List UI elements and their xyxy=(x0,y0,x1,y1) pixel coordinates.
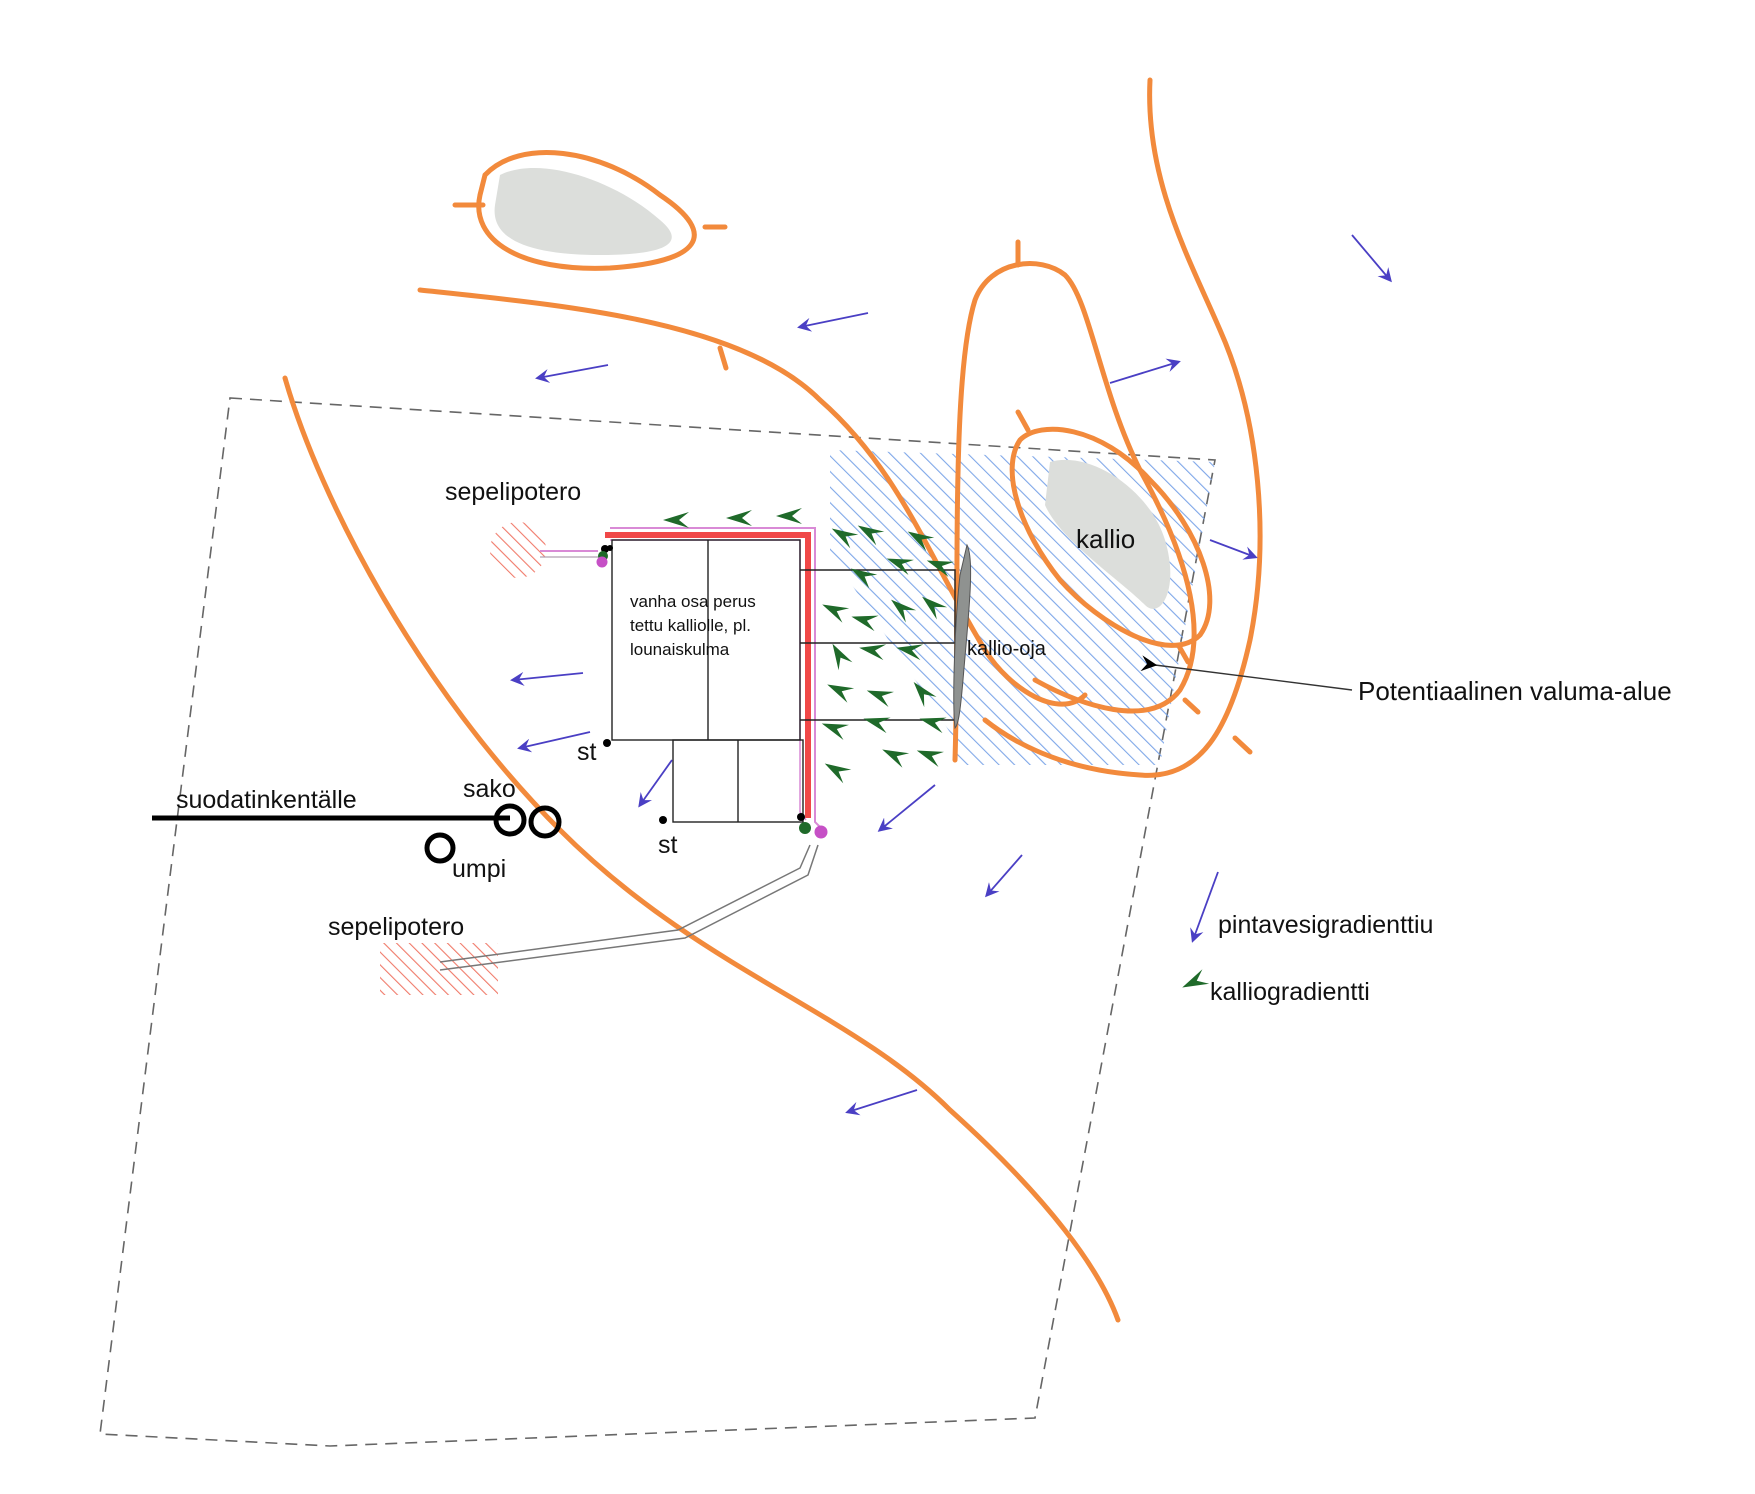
closed-tank-label: umpi xyxy=(452,855,506,883)
point xyxy=(797,813,805,821)
drain-red xyxy=(605,532,811,818)
point xyxy=(596,556,608,568)
measure-points xyxy=(596,545,828,839)
contour-lines xyxy=(282,77,1263,1323)
gravel-pit-bottom-label: sepelipotero xyxy=(328,913,464,941)
legend-surface-arrow-icon xyxy=(1190,871,1219,943)
rock-arrow-icon xyxy=(726,510,752,526)
rock-arrow-icon xyxy=(823,677,855,703)
surface-arrow-icon xyxy=(877,784,936,832)
contour-top-loop xyxy=(476,150,697,271)
pipe-to-bottom-pit-b xyxy=(439,844,819,971)
surface-arrow-icon xyxy=(845,1089,918,1116)
st-lower-label: st xyxy=(658,831,678,859)
contour-tick xyxy=(1182,697,1201,715)
septic-well-1 xyxy=(493,803,527,837)
rock-outcrop-kallio xyxy=(1045,459,1171,609)
contour-tick xyxy=(717,345,729,371)
house-note-line1: vanha osa perus xyxy=(630,592,756,611)
rock-arrow-icon xyxy=(825,639,853,671)
legend-rock-gradient-label: kalliogradientti xyxy=(1210,978,1370,1006)
rock-arrow-icon xyxy=(663,512,689,528)
contour-main-west xyxy=(282,375,1121,1323)
contour-hill-mid xyxy=(952,261,1197,763)
st-upper-label: st xyxy=(577,738,597,766)
drain-pink xyxy=(610,527,824,831)
property-boundary xyxy=(99,397,1216,1447)
house-note-line3: lounaiskulma xyxy=(630,640,730,659)
surface-arrow-icon xyxy=(1209,539,1258,560)
house-note-line2: tettu kalliolle, pl. xyxy=(630,616,751,635)
pipe-to-bottom-pit xyxy=(439,844,811,963)
surface-arrow-icon xyxy=(510,671,584,686)
rock-arrow-icon xyxy=(914,743,944,767)
rock-arrow-icon xyxy=(820,756,852,784)
contour-upper-ridge xyxy=(417,287,1088,707)
point xyxy=(607,545,613,551)
surface-arrow-icon xyxy=(535,364,609,383)
contour-tick xyxy=(1015,409,1031,433)
surface-arrow-icon xyxy=(1109,358,1181,384)
contour-tick xyxy=(1232,735,1253,755)
surface-arrow-icon xyxy=(638,759,673,808)
wells xyxy=(424,803,562,864)
septic-label: sako xyxy=(463,775,516,803)
surface-arrow-icon xyxy=(1351,234,1392,283)
catchment-callout-line xyxy=(1140,655,1353,691)
catchment-callout-label: Potentiaalinen valuma-alue xyxy=(1358,676,1672,706)
rock-arrow-icon xyxy=(776,508,802,524)
rock-arrow-icon xyxy=(861,710,891,734)
rock-ditch-label: kallio-oja xyxy=(967,638,1047,660)
gravel-pit-top xyxy=(490,522,546,578)
legend-rock-arrow-icon xyxy=(1178,969,1210,995)
rock-arrow-icon xyxy=(818,597,850,623)
contour-tick xyxy=(1177,645,1191,665)
point xyxy=(659,816,667,824)
septic-well-2 xyxy=(528,805,562,839)
surface-arrow-icon xyxy=(797,312,869,332)
rock-label: kallio xyxy=(1076,524,1135,554)
gravel-pit-bottom xyxy=(380,943,498,995)
filter-field-label: suodatinkentälle xyxy=(176,786,357,814)
contour-hill-inner xyxy=(1009,426,1213,648)
point xyxy=(814,825,828,839)
surface-arrow-icon xyxy=(517,731,591,753)
surface-gradient-arrows xyxy=(510,234,1392,1116)
legend-surface-gradient-label: pintavesigradienttiu xyxy=(1218,911,1433,939)
rock-ditch xyxy=(953,543,972,730)
surface-arrow-icon xyxy=(985,854,1023,898)
rock-arrow-icon xyxy=(878,742,910,768)
gravel-pit-top-label: sepelipotero xyxy=(445,478,581,506)
point xyxy=(799,822,811,834)
point xyxy=(603,739,611,747)
rock-arrow-icon xyxy=(864,683,894,707)
contour-east-outer xyxy=(982,77,1263,778)
rock-outcrop-top xyxy=(494,167,672,255)
closed-tank-well xyxy=(424,832,456,864)
